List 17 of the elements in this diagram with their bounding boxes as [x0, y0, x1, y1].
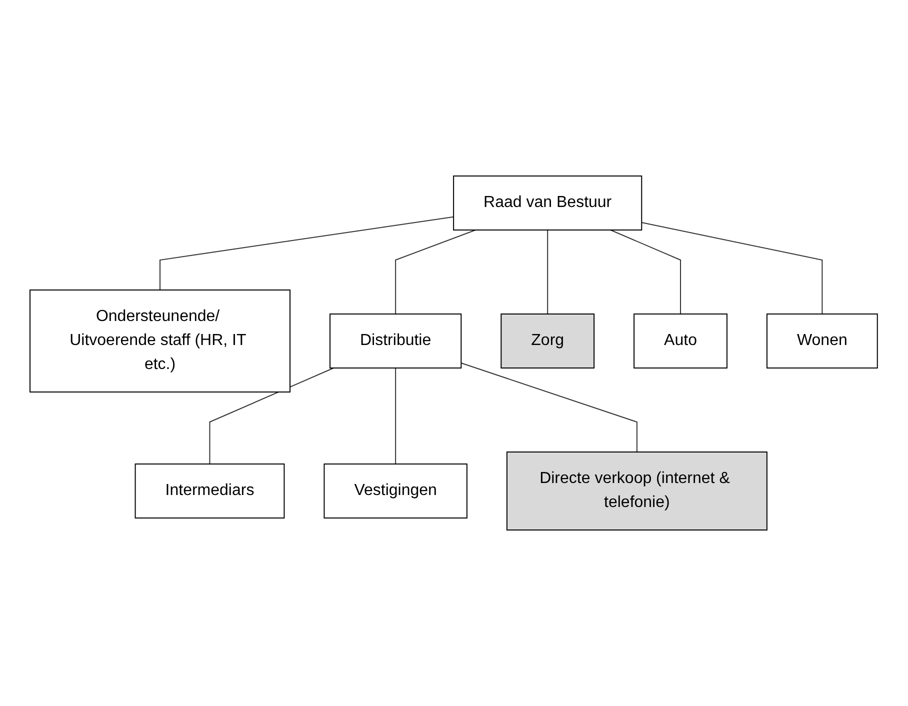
- node-box: Ondersteunende/ Uitvoerende staff (HR, IT etc.): [30, 290, 291, 392]
- connector: [160, 216, 454, 290]
- connector: [610, 230, 682, 314]
- connector: [460, 362, 638, 452]
- connector: [395, 368, 396, 464]
- node-box: Auto: [634, 314, 728, 368]
- node-box: Directe verkoop (internet & telefonie): [506, 452, 768, 530]
- connector: [641, 222, 823, 314]
- node-box: Distributie: [330, 314, 462, 368]
- connector: [210, 368, 334, 464]
- node-box: Intermediars: [135, 464, 286, 518]
- node-box: Vestigingen: [324, 464, 468, 518]
- node-box: Zorg: [500, 314, 595, 368]
- connector: [547, 230, 548, 314]
- connector: [395, 230, 476, 314]
- node-box: Raad van Bestuur: [453, 176, 642, 230]
- node-box: Wonen: [766, 314, 878, 368]
